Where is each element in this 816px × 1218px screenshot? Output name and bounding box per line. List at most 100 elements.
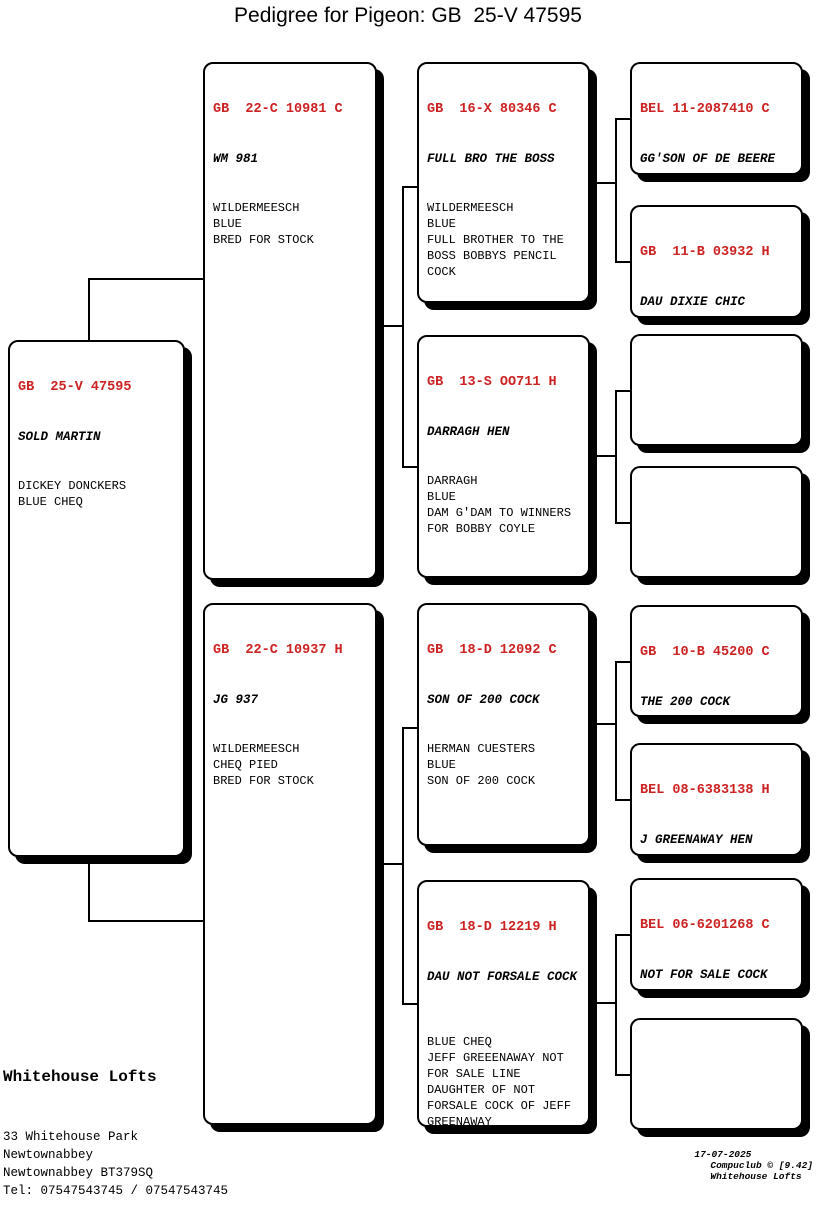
ring-number: GB 22-C 10937 H bbox=[213, 643, 343, 658]
connector-line bbox=[590, 455, 616, 457]
ring-number: GB 18-D 12219 H bbox=[427, 920, 557, 935]
text-line: BOSS BOBBYS PENCIL bbox=[427, 249, 557, 263]
text-line: GREENAWAY bbox=[427, 1115, 492, 1127]
text-line: BLUE bbox=[213, 217, 242, 231]
ring-number: GB 16-X 80346 C bbox=[427, 102, 557, 117]
text-line: FOR BOBBY COYLE bbox=[427, 522, 536, 536]
connector-line bbox=[88, 278, 90, 342]
text-line bbox=[427, 1018, 584, 1034]
text-line: CHEQ PIED bbox=[213, 758, 278, 772]
pedigree-box-great-grandparent-7: BEL 06-6201268 C NOT FOR SALE COCK ANDRE… bbox=[630, 878, 803, 991]
ring-number: GB 25-V 47595 bbox=[18, 380, 132, 395]
pigeon-name: WM 981 bbox=[213, 152, 259, 166]
pigeon-name: JG 937 bbox=[213, 693, 259, 707]
connector-line bbox=[615, 118, 630, 120]
connector-line bbox=[88, 278, 203, 280]
text-line: HERMAN CUESTERS bbox=[427, 742, 536, 756]
connector-line bbox=[402, 727, 404, 1005]
connector-line bbox=[88, 920, 203, 922]
footer-loft-name: Whitehouse Lofts bbox=[710, 1171, 802, 1182]
text-line: COCK bbox=[427, 265, 456, 279]
ring-number: GB 10-B 45200 C bbox=[640, 645, 770, 660]
connector-line bbox=[377, 863, 403, 865]
footer-date: 17-07-2025 bbox=[694, 1149, 752, 1160]
connector-line bbox=[402, 1003, 417, 1005]
text-line: BLUE bbox=[427, 217, 456, 231]
connector-line bbox=[615, 118, 617, 263]
connector-line bbox=[402, 727, 417, 729]
pigeon-name: SOLD MARTIN bbox=[18, 430, 101, 444]
text-line: BLUE bbox=[427, 490, 456, 504]
text-line: FULL BROTHER TO THE bbox=[427, 233, 564, 247]
text-line: WILDERMEESCH bbox=[427, 201, 514, 215]
text-line: JEFF GREEENAWAY NOT bbox=[427, 1051, 564, 1065]
text-line: FORSALE COCK OF JEFF bbox=[427, 1099, 572, 1113]
pedigree-box-great-grandparent-2: GB 11-B 03932 H DAU DIXIE CHIC WILDERMEE… bbox=[630, 205, 803, 318]
ring-number: GB 22-C 10981 C bbox=[213, 102, 343, 117]
report-footer: 17-07-2025 Compuclub © [9.42] Whitehouse… bbox=[683, 1138, 813, 1182]
connector-line bbox=[615, 1074, 630, 1076]
connector-line bbox=[402, 466, 417, 468]
loft-name: Whitehouse Lofts bbox=[3, 1068, 157, 1086]
connector-line bbox=[615, 261, 630, 263]
pedigree-box-great-grandparent-4-empty bbox=[630, 466, 803, 578]
connector-line bbox=[590, 723, 616, 725]
text-line: BRED FOR STOCK bbox=[213, 774, 314, 788]
text-line: BLUE CHEQ bbox=[18, 495, 83, 509]
pedigree-box-grandsire-paternal: GB 16-X 80346 C FULL BRO THE BOSS WILDER… bbox=[417, 62, 590, 303]
connector-line bbox=[615, 661, 630, 663]
text-line: 33 Whitehouse Park bbox=[3, 1130, 139, 1144]
connector-line bbox=[615, 934, 630, 936]
text-line: BLUE bbox=[427, 758, 456, 772]
ring-number: GB 13-S OO711 H bbox=[427, 375, 557, 390]
text-line: BRED FOR STOCK bbox=[213, 233, 314, 247]
pedigree-box-great-grandparent-8-empty bbox=[630, 1018, 803, 1130]
pedigree-box-subject: GB 25-V 47595 SOLD MARTIN DICKEY DONCKER… bbox=[8, 340, 185, 857]
pigeon-name: NOT FOR SALE COCK bbox=[640, 968, 768, 982]
pigeon-notes: WILDERMEESCH BLUE FULL BROTHER TO THE BOSS … bbox=[427, 200, 584, 280]
text-line: Newtownabbey bbox=[3, 1148, 94, 1162]
pigeon-name: FULL BRO THE BOSS bbox=[427, 152, 555, 166]
pedigree-box-great-grandparent-3-empty bbox=[630, 334, 803, 446]
connector-line bbox=[615, 522, 630, 524]
page-title: Pedigree for Pigeon: GB 25-V 47595 bbox=[234, 4, 582, 27]
pigeon-name: GG'SON OF DE BEERE bbox=[640, 152, 776, 166]
pigeon-name: THE 200 COCK bbox=[640, 695, 731, 709]
text-line: SON OF 200 COCK bbox=[427, 774, 536, 788]
connector-line bbox=[377, 325, 403, 327]
pigeon-name: DAU NOT FORSALE COCK bbox=[427, 970, 578, 984]
text-line: Newtownabbey BT379SQ bbox=[3, 1166, 154, 1180]
pedigree-box-sire: GB 22-C 10981 C WM 981 WILDERMEESCH BLUE B… bbox=[203, 62, 377, 580]
connector-line bbox=[615, 390, 617, 524]
text-line: DAUGHTER OF NOT bbox=[427, 1083, 536, 1097]
text-line: FOR SALE LINE bbox=[427, 1067, 521, 1081]
ring-number: BEL 06-6201268 C bbox=[640, 918, 770, 933]
footer-software: Compuclub © [9.42] bbox=[710, 1160, 813, 1171]
text-line: WILDERMEESCH bbox=[213, 201, 300, 215]
text-line: DAM G'DAM TO WINNERS bbox=[427, 506, 572, 520]
connector-line bbox=[402, 186, 404, 468]
ring-number: GB 18-D 12092 C bbox=[427, 643, 557, 658]
ring-number: GB 11-B 03932 H bbox=[640, 245, 770, 260]
ring-number: BEL 11-2087410 C bbox=[640, 102, 770, 117]
pedigree-box-great-grandparent-1: BEL 11-2087410 C GG'SON OF DE BEERE WILD… bbox=[630, 62, 803, 175]
text-line: DICKEY DONCKERS bbox=[18, 479, 127, 493]
connector-line bbox=[590, 182, 616, 184]
pigeon-notes: HERMAN CUESTERS BLUE SON OF 200 COCK bbox=[427, 741, 584, 789]
pigeon-notes: DICKEY DONCKERS BLUE CHEQ bbox=[18, 478, 179, 510]
ring-number: BEL 08-6383138 H bbox=[640, 783, 770, 798]
pigeon-name: SON OF 200 COCK bbox=[427, 693, 540, 707]
pigeon-name: DAU DIXIE CHIC bbox=[640, 295, 746, 309]
pigeon-name: J GREENAWAY HEN bbox=[640, 833, 753, 847]
connector-line bbox=[615, 661, 617, 801]
connector-line bbox=[615, 799, 630, 801]
text-line: Tel: 07547543745 / 07547543745 bbox=[3, 1184, 229, 1198]
connector-line bbox=[88, 855, 90, 922]
connector-line bbox=[402, 186, 417, 188]
